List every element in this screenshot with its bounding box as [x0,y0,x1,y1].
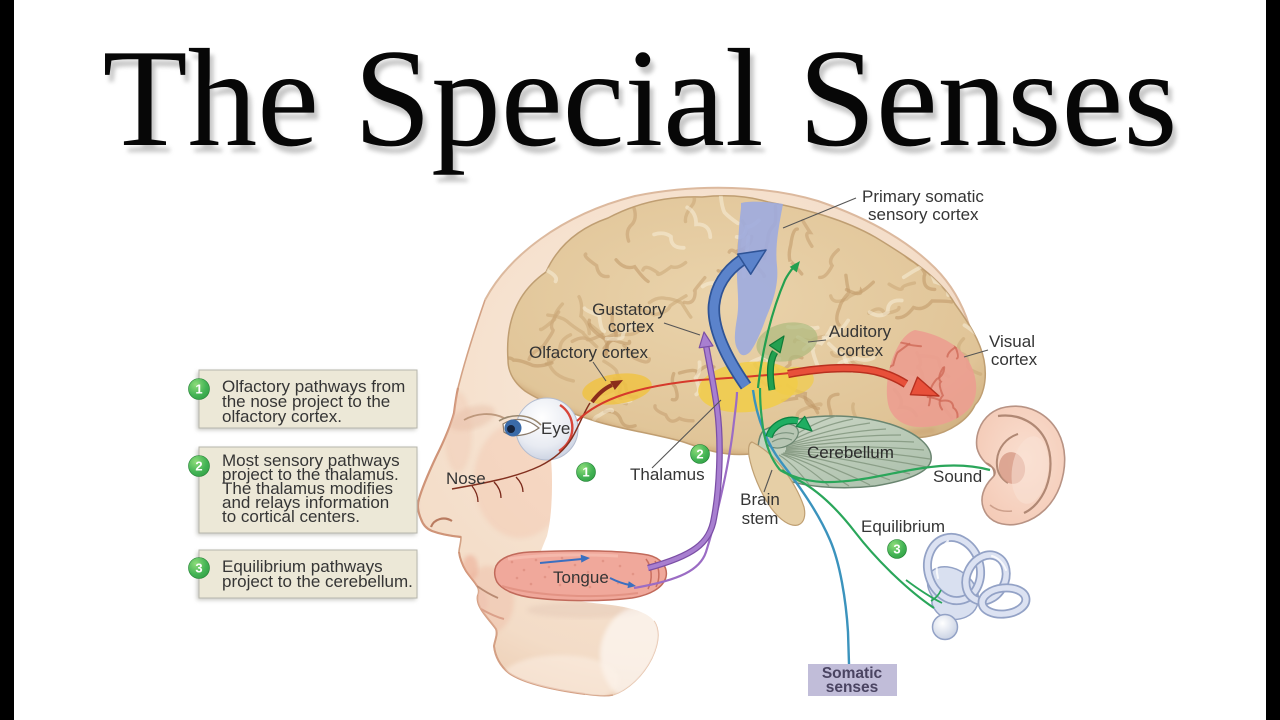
svg-text:Thalamus: Thalamus [630,465,705,484]
svg-text:project to the cerebellum.: project to the cerebellum. [222,572,413,591]
svg-text:Brain: Brain [740,490,780,509]
svg-text:3: 3 [195,561,202,576]
svg-text:Most sensory pathways: Most sensory pathways [222,451,400,470]
svg-text:Olfactory pathways from: Olfactory pathways from [222,377,405,396]
svg-text:The Special Senses: The Special Senses [107,28,1182,183]
svg-text:cortex: cortex [608,317,655,336]
svg-text:Visual: Visual [989,332,1035,351]
svg-text:and relays information: and relays information [222,493,389,512]
svg-text:sensory cortex: sensory cortex [868,205,979,224]
svg-text:The thalamus modifies: The thalamus modifies [222,479,393,498]
svg-text:Equilibrium: Equilibrium [861,517,945,536]
svg-text:Sound: Sound [933,467,982,486]
svg-text:1: 1 [582,465,589,480]
svg-text:senses: senses [826,679,879,696]
svg-text:Tongue: Tongue [553,568,609,587]
svg-text:Somatic: Somatic [822,665,883,682]
svg-text:Olfactory cortex: Olfactory cortex [529,343,649,362]
svg-text:stem: stem [742,509,779,528]
svg-text:olfactory cortex.: olfactory cortex. [222,407,342,426]
svg-text:cortex: cortex [991,350,1038,369]
svg-text:2: 2 [195,459,202,474]
svg-text:1: 1 [195,382,202,397]
svg-text:Gustatory: Gustatory [592,300,666,319]
svg-text:The Special Senses: The Special Senses [103,21,1178,176]
svg-text:Eye: Eye [541,419,570,438]
svg-text:3: 3 [893,542,900,557]
svg-text:2: 2 [696,447,703,462]
svg-text:Primary somatic: Primary somatic [862,187,984,206]
svg-text:cortex: cortex [837,341,884,360]
svg-text:Equilibrium pathways: Equilibrium pathways [222,557,383,576]
svg-text:to cortical centers.: to cortical centers. [222,507,360,526]
svg-text:Auditory: Auditory [829,322,892,341]
svg-text:Nose: Nose [446,469,486,488]
svg-text:the nose project to the: the nose project to the [222,392,390,411]
svg-text:project to the thalamus.: project to the thalamus. [222,465,399,484]
svg-text:Cerebellum: Cerebellum [807,443,894,462]
